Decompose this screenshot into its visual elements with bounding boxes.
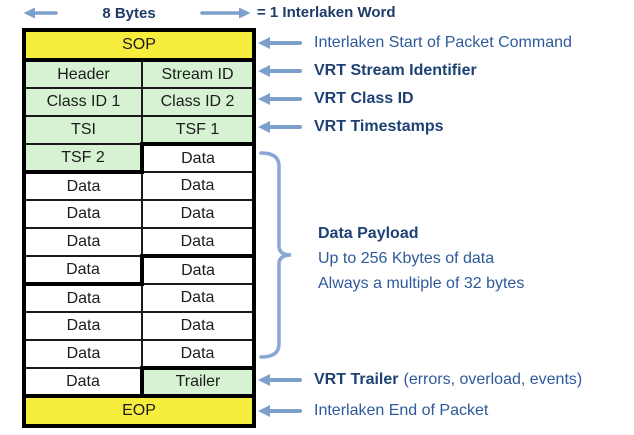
annotation-timestamps: VRT Timestamps [256,116,444,138]
tsf1-cell: TSF 1 [140,115,256,146]
annotation-eop: Interlaken End of Packet [256,400,488,422]
stream-id-cell: Stream ID [140,59,256,89]
payload-title: Data Payload [318,225,419,242]
arrow-left-icon [23,7,58,19]
payload-note: Data Payload Up to 256 Kbytes of data Al… [318,221,524,296]
annotation-label: VRT Trailer [314,371,399,388]
bytes-label: 8 Bytes [102,4,156,22]
header-cell: Header [23,59,143,89]
arrow-right-icon [200,7,251,19]
annotation-label: VRT Timestamps [314,118,444,135]
data-cell: Data [140,254,256,285]
table-row: Data Trailer [23,366,256,398]
table-row: Data Data [23,171,256,201]
data-cell: Data [23,283,143,313]
left-arrow-icon [258,405,302,417]
left-arrow-icon [258,65,302,77]
left-arrow-icon [258,37,302,49]
annotation-label: VRT Class ID [314,90,414,107]
data-cell: Data [23,367,144,398]
data-cell: Data [140,283,256,313]
table-row: SOP [22,29,256,62]
table-row: EOP [22,394,256,427]
data-cell: Data [140,142,256,173]
data-cell: Data [140,199,256,229]
table-row: TSI TSF 1 [23,115,256,146]
table-row: Header Stream ID [23,59,256,89]
data-cell: Data [140,311,256,341]
class-id-1-cell: Class ID 1 [23,87,143,117]
eop-cell: EOP [22,394,256,427]
data-cell: Data [140,171,256,201]
sop-cell: SOP [22,29,256,62]
table-row: Data Data [23,339,256,369]
data-cell: Data [23,311,143,341]
payload-line: Up to 256 Kbytes of data [318,250,495,267]
table-row: TSF 2 Data [23,142,256,174]
interlaken-word-label: = 1 Interlaken Word [257,4,396,21]
table-row: Data Data [23,227,256,257]
annotation-label: VRT Stream Identifier [314,62,477,79]
data-cell: Data [23,339,143,369]
left-arrow-icon [258,121,302,133]
annotation-trailer: VRT Trailer(errors, overload, events) [256,369,582,391]
left-arrow-icon [258,374,302,386]
packet-structure-table: SOP Header Stream ID Class ID 1 Class ID… [22,28,257,428]
payload-brace [259,151,292,359]
annotation-stream-id: VRT Stream Identifier [256,60,477,82]
annotation-label: Interlaken Start of Packet Command [314,34,572,51]
data-cell: Data [140,227,256,257]
class-id-2-cell: Class ID 2 [140,87,256,117]
annotation-label-detail: (errors, overload, events) [403,371,583,388]
data-cell: Data [23,227,143,257]
payload-line: Always a multiple of 32 bytes [318,275,525,292]
tsf2-cell: TSF 2 [23,143,144,174]
left-arrow-icon [258,93,302,105]
data-cell: Data [23,199,143,229]
table-row: Data Data [23,199,256,229]
annotation-class-id: VRT Class ID [256,88,414,110]
data-cell: Data [140,339,256,369]
byte-width-measure: 8 Bytes [22,3,252,23]
annotation-label: Interlaken End of Packet [314,402,489,419]
tsi-cell: TSI [23,115,143,145]
data-cell: Data [23,255,144,286]
table-row: Data Data [23,311,256,341]
trailer-cell: Trailer [140,366,256,398]
annotation-sop: Interlaken Start of Packet Command [256,32,572,54]
table-row: Class ID 1 Class ID 2 [23,87,256,117]
table-row: Data Data [23,254,256,286]
data-cell: Data [23,171,143,201]
table-row: Data Data [23,283,256,313]
